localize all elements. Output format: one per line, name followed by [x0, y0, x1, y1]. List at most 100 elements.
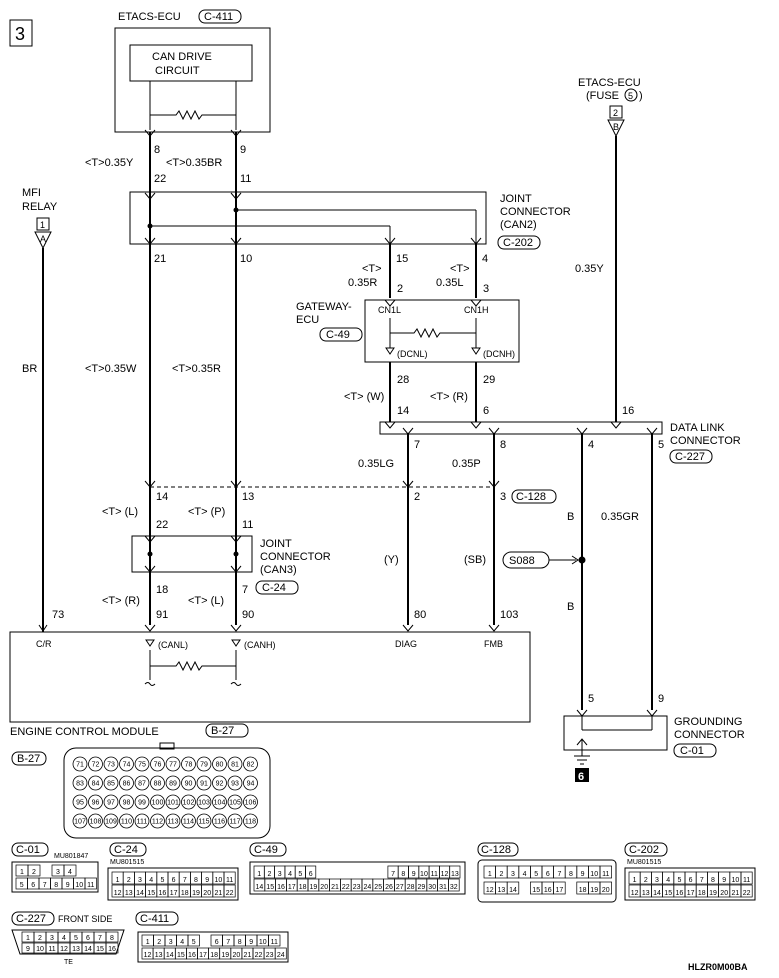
connector-pin — [119, 775, 134, 791]
connector-pin-label: 8 — [238, 939, 242, 946]
svg-text:FRONT SIDE: FRONT SIDE — [58, 914, 112, 924]
circuit-line2: CIRCUIT — [155, 65, 200, 77]
connector-pin — [449, 865, 461, 879]
connector-pin-label: 10 — [590, 871, 598, 878]
connector-pin-label: 85 — [107, 781, 115, 788]
connector-pin-label: 118 — [245, 819, 256, 826]
connector-pin-label: 116 — [214, 819, 225, 826]
connector-pin-label: 16 — [277, 884, 285, 891]
svg-text:MU801515: MU801515 — [627, 859, 661, 866]
svg-text:(FUSE: (FUSE — [586, 90, 619, 102]
connector-pin — [227, 756, 243, 772]
connector-pin — [88, 813, 103, 829]
connector-pin-label: 20 — [720, 890, 728, 897]
ground-icon — [574, 755, 590, 765]
connector-pin-label: 1 — [146, 939, 150, 946]
connector-pin — [150, 794, 165, 810]
connector-pin-label: 83 — [76, 781, 84, 788]
svg-text:0.35Y: 0.35Y — [575, 263, 604, 275]
connector-pin-label: 14 — [166, 952, 174, 959]
svg-text:0.35GR: 0.35GR — [601, 511, 639, 523]
connector-pin-label: 6 — [215, 939, 219, 946]
connector-pin-label: 18 — [181, 890, 189, 897]
can2-connector: C-202 — [503, 237, 533, 249]
svg-text:C-01: C-01 — [16, 844, 40, 856]
connector-pin-label: 115 — [198, 819, 209, 826]
svg-text:9: 9 — [658, 693, 664, 705]
connector-pin-label: 5 — [20, 882, 24, 889]
connector-pin-label: 3 — [655, 877, 659, 884]
svg-text:2: 2 — [613, 108, 618, 118]
svg-text:B: B — [613, 122, 619, 132]
connector-pin — [223, 871, 236, 885]
connector-pin-label: 6 — [86, 935, 90, 942]
etacs-ecu-block: ETACS-ECU C-411 CAN DRIVE CIRCUIT 8 9 — [114, 9, 271, 156]
svg-text:1: 1 — [40, 220, 45, 230]
connector-pin — [72, 756, 88, 772]
connector-pin-label: 10 — [259, 939, 267, 946]
connector-pin-label: 12 — [60, 946, 68, 953]
svg-text:<T> (P): <T> (P) — [188, 506, 225, 518]
connector-pin-label: 9 — [581, 871, 585, 878]
svg-text:5: 5 — [588, 693, 594, 705]
svg-text:<T> (R): <T> (R) — [430, 391, 468, 403]
connector-pin-label: 12 — [486, 887, 494, 894]
svg-text:29: 29 — [483, 374, 495, 386]
connector-pin-label: 110 — [121, 819, 132, 826]
connector-pin-label: 21 — [244, 952, 252, 959]
ecm-title: ENGINE CONTROL MODULE — [10, 726, 159, 738]
connector-pin-label: 4 — [666, 877, 670, 884]
etacs-ecu-outline — [114, 27, 271, 133]
connector-pin — [212, 813, 227, 829]
svg-text:2: 2 — [414, 491, 420, 503]
connector-pin-label: 88 — [154, 781, 162, 788]
connector-pin-label: 1 — [257, 871, 261, 878]
svg-text:22: 22 — [156, 519, 168, 531]
connector-pin-label: 8 — [711, 877, 715, 884]
svg-text:28: 28 — [397, 374, 409, 386]
svg-text:C/R: C/R — [36, 639, 52, 649]
connector-pin-label: 17 — [687, 890, 695, 897]
svg-text:(DCNH): (DCNH) — [483, 349, 515, 359]
connector-pin — [165, 775, 181, 791]
svg-text:5: 5 — [658, 439, 664, 451]
connector-pin-label: 10 — [215, 877, 223, 884]
svg-text:B: B — [567, 511, 574, 523]
svg-text:DATA LINK: DATA LINK — [670, 422, 725, 434]
connector-pin-label: 3 — [511, 871, 515, 878]
connector-pin-label: 15 — [177, 952, 185, 959]
connector-pin-label: 5 — [298, 871, 302, 878]
connector-pin — [196, 775, 212, 791]
svg-text:ETACS-ECU: ETACS-ECU — [578, 77, 641, 89]
connector-pin — [103, 756, 119, 772]
connector-pin-label: 72 — [92, 762, 100, 769]
connector-pin-label: 15 — [664, 890, 672, 897]
connector-pin-label: 16 — [159, 890, 167, 897]
connector-pin — [103, 775, 119, 791]
connector-pin-label: 111 — [137, 819, 148, 826]
svg-text:<T> (R): <T> (R) — [102, 595, 140, 607]
connector-pin — [243, 813, 258, 829]
svg-text:C-202: C-202 — [629, 844, 659, 856]
connector-pin-label: 5 — [74, 935, 78, 942]
connector-pin-label: 16 — [108, 946, 116, 953]
connector-pin-label: 20 — [320, 884, 328, 891]
connector-pin-label: 112 — [152, 819, 163, 826]
connector-pin — [72, 794, 88, 810]
svg-text:103: 103 — [500, 609, 518, 621]
connector-pin — [134, 794, 150, 810]
connector-pin-label: 12 — [441, 871, 449, 878]
connector-pin-label: 2 — [32, 869, 36, 876]
can-drive-circuit-box — [129, 44, 253, 82]
svg-text:A: A — [40, 234, 46, 244]
connector-pin-label: 12 — [631, 890, 639, 897]
connector-pin-label: 1 — [116, 877, 120, 884]
connector-pin — [305, 865, 317, 879]
connector-pin-label: 28 — [407, 884, 415, 891]
connector-pin-label: 6 — [31, 882, 35, 889]
connector-pin-label: 11 — [48, 946, 55, 953]
connector-pin-label: 1 — [488, 871, 492, 878]
svg-text:<T>: <T> — [450, 263, 470, 275]
